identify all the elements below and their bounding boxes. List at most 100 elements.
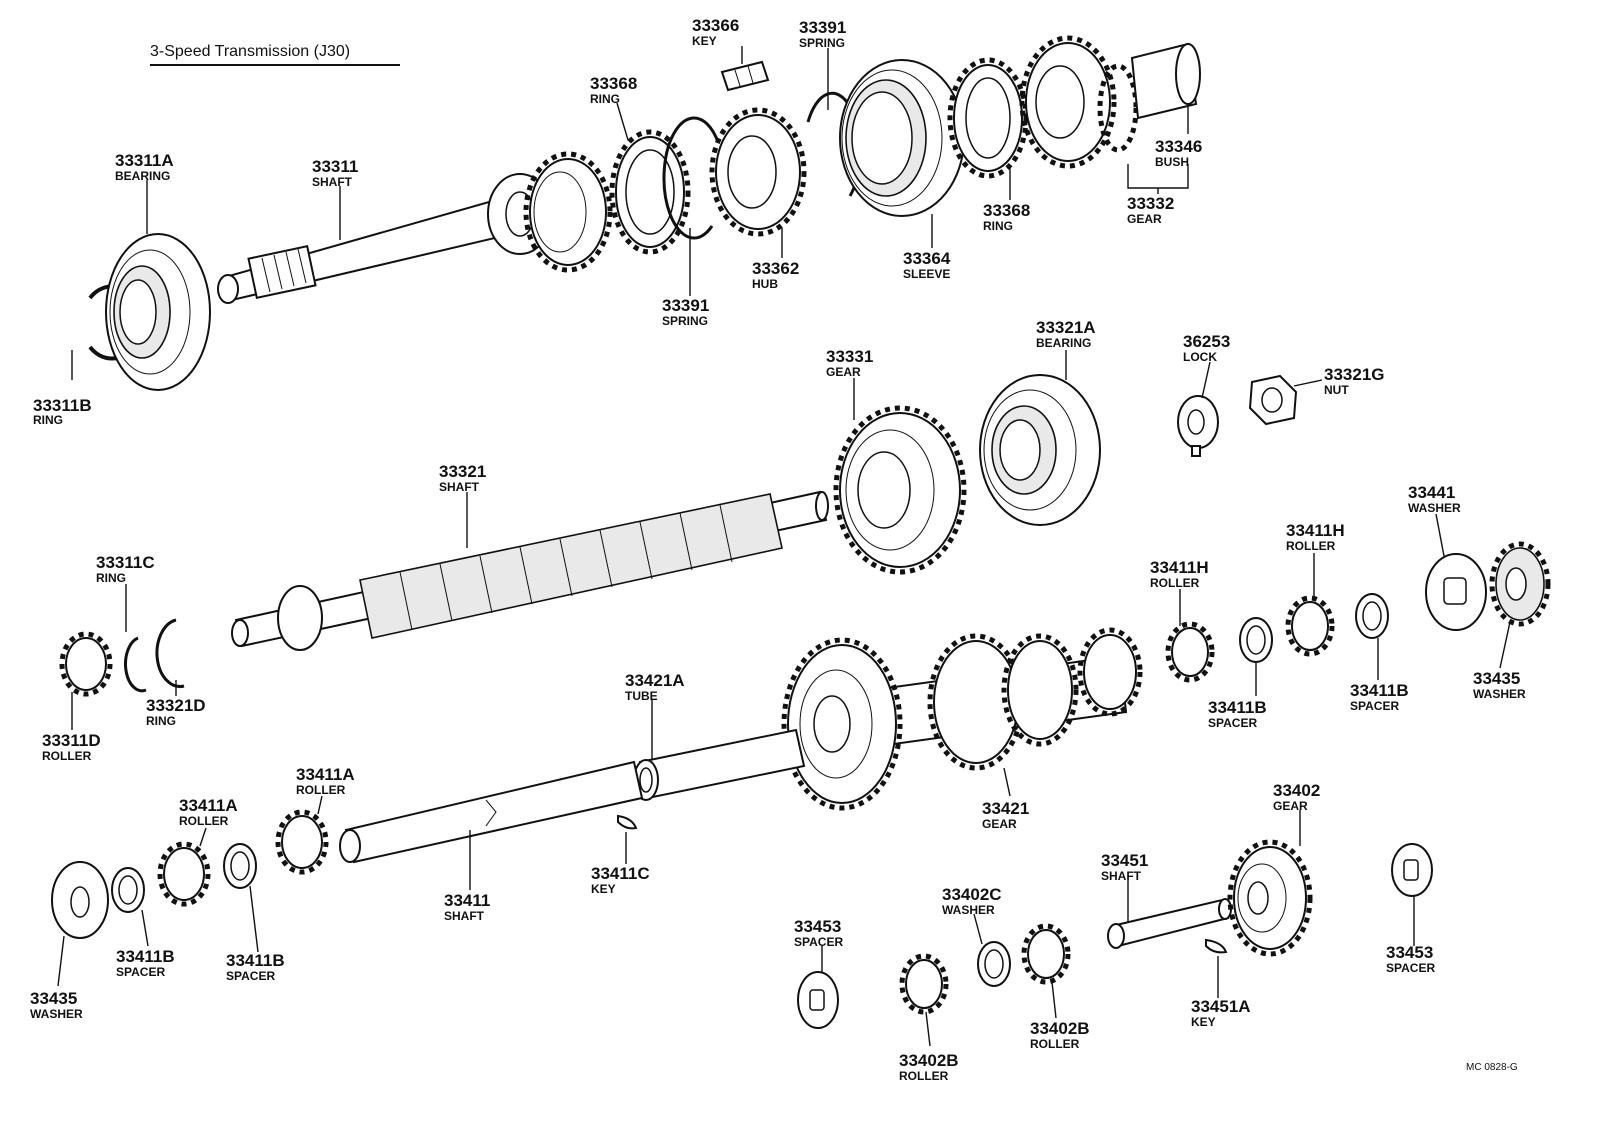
- part-33311D-roller: [59, 631, 113, 697]
- svg-text:33321G: 33321G: [1324, 365, 1385, 384]
- svg-text:GEAR: GEAR: [826, 365, 861, 379]
- label-33435-left: 33435 WASHER: [30, 989, 83, 1021]
- svg-text:WASHER: WASHER: [30, 1007, 83, 1021]
- part-33421-gear: [781, 627, 1143, 811]
- svg-text:33402B: 33402B: [1030, 1019, 1090, 1038]
- svg-text:33411H: 33411H: [1286, 521, 1345, 540]
- svg-text:SPACER: SPACER: [794, 935, 843, 949]
- label-33402: 33402 GEAR: [1273, 781, 1320, 813]
- svg-text:GEAR: GEAR: [1273, 799, 1308, 813]
- svg-text:ROLLER: ROLLER: [296, 783, 346, 797]
- label-33321G: 33321G NUT: [1324, 365, 1385, 397]
- part-33366-key: [720, 60, 770, 92]
- svg-text:ROLLER: ROLLER: [42, 749, 92, 763]
- part-33411Hb-roller: [1285, 595, 1335, 657]
- svg-text:BUSH: BUSH: [1155, 155, 1189, 169]
- svg-text:SPRING: SPRING: [662, 314, 708, 328]
- svg-text:SPACER: SPACER: [1386, 961, 1435, 975]
- svg-text:SPRING: SPRING: [799, 36, 845, 50]
- label-33332: 33332 GEAR: [1127, 194, 1174, 226]
- part-33331-gear: [833, 405, 967, 575]
- svg-text:33391: 33391: [662, 296, 709, 315]
- label-33402B-right: 33402B ROLLER: [1030, 1019, 1090, 1051]
- svg-text:33311C: 33311C: [96, 553, 155, 572]
- svg-text:33321: 33321: [439, 462, 486, 481]
- part-input-gear-teeth: [523, 151, 613, 273]
- part-33311A-bearing: [105, 233, 211, 391]
- svg-text:SHAFT: SHAFT: [312, 175, 353, 189]
- label-33411B-left2: 33411B SPACER: [226, 951, 285, 983]
- svg-text:WASHER: WASHER: [1408, 501, 1461, 515]
- label-33311: 33311 SHAFT: [312, 157, 358, 189]
- svg-text:33451: 33451: [1101, 851, 1148, 870]
- label-33402B-lower: 33402B ROLLER: [899, 1051, 959, 1083]
- svg-text:SHAFT: SHAFT: [439, 480, 480, 494]
- svg-text:33332: 33332: [1127, 194, 1174, 213]
- label-33411C: 33411C KEY: [591, 864, 650, 896]
- part-33435-washer-right: [1489, 541, 1551, 627]
- diagram-title: 3-Speed Transmission (J30): [150, 43, 350, 60]
- part-33346-bush: [1130, 42, 1201, 120]
- label-33391-upper: 33391 SPRING: [799, 18, 846, 50]
- label-33321: 33321 SHAFT: [439, 462, 486, 494]
- svg-text:33421A: 33421A: [625, 671, 685, 690]
- label-33311A: 33311A BEARING: [115, 151, 174, 183]
- svg-text:33311A: 33311A: [115, 151, 174, 170]
- label-33435-right: 33435 WASHER: [1473, 669, 1526, 701]
- label-33411A-left: 33411A ROLLER: [179, 796, 238, 828]
- svg-text:ROLLER: ROLLER: [1150, 576, 1200, 590]
- part-33411Aa-roller: [157, 841, 211, 907]
- part-33402C-washer: [977, 941, 1011, 987]
- part-36253-lock: [1177, 395, 1219, 457]
- part-33391-spring-lower: [662, 116, 720, 240]
- svg-text:33311B: 33311B: [33, 396, 92, 415]
- svg-text:33411A: 33411A: [296, 765, 355, 784]
- part-33321G-nut: [1248, 374, 1298, 426]
- svg-text:36253: 36253: [1183, 332, 1230, 351]
- svg-text:33368: 33368: [590, 74, 637, 93]
- svg-text:33364: 33364: [903, 249, 951, 268]
- svg-text:33411B: 33411B: [116, 947, 175, 966]
- svg-text:WASHER: WASHER: [942, 903, 995, 917]
- svg-text:33362: 33362: [752, 259, 799, 278]
- svg-text:33321A: 33321A: [1036, 318, 1096, 337]
- label-33451A: 33451A KEY: [1191, 997, 1251, 1029]
- part-33321-shaft: [231, 490, 829, 651]
- part-33362-hub: [709, 107, 807, 237]
- part-33451-shaft: [1107, 898, 1232, 949]
- svg-text:SLEEVE: SLEEVE: [903, 267, 950, 281]
- svg-text:GEAR: GEAR: [982, 817, 1017, 831]
- part-33321A-bearing: [979, 374, 1101, 526]
- svg-text:RING: RING: [590, 92, 620, 106]
- part-33411Bc-spacer: [111, 867, 145, 913]
- svg-text:RING: RING: [146, 714, 176, 728]
- label-33368-upper: 33368 RING: [590, 74, 637, 106]
- svg-text:33311: 33311: [312, 157, 358, 176]
- label-33441: 33441 WASHER: [1408, 483, 1461, 515]
- svg-text:SHAFT: SHAFT: [1101, 869, 1142, 883]
- label-33331: 33331 GEAR: [826, 347, 873, 379]
- part-33451A-key: [1205, 938, 1228, 954]
- label-33411A-right: 33411A ROLLER: [296, 765, 355, 797]
- svg-text:33411B: 33411B: [226, 951, 285, 970]
- svg-text:GEAR: GEAR: [1127, 212, 1162, 226]
- label-33362: 33362 HUB: [752, 259, 799, 291]
- label-33346: 33346 BUSH: [1155, 137, 1202, 169]
- svg-text:WASHER: WASHER: [1473, 687, 1526, 701]
- label-33321D: 33321D RING: [146, 696, 206, 728]
- svg-text:33453: 33453: [1386, 943, 1433, 962]
- part-33411Ba-spacer: [1239, 617, 1273, 663]
- svg-text:33435: 33435: [1473, 669, 1520, 688]
- svg-text:33411B: 33411B: [1350, 681, 1409, 700]
- svg-text:33411: 33411: [444, 891, 490, 910]
- svg-text:33411H: 33411H: [1150, 558, 1209, 577]
- svg-text:33411B: 33411B: [1208, 698, 1267, 717]
- drawing-code: MC 0828-G: [1466, 1062, 1518, 1073]
- svg-text:33435: 33435: [30, 989, 77, 1008]
- label-33411: 33411 SHAFT: [444, 891, 490, 923]
- part-33441-washer: [1425, 553, 1487, 631]
- part-33364-sleeve: [839, 59, 965, 217]
- svg-text:33441: 33441: [1408, 483, 1455, 502]
- label-33411H-right: 33411H ROLLER: [1286, 521, 1345, 553]
- svg-text:LOCK: LOCK: [1183, 350, 1217, 364]
